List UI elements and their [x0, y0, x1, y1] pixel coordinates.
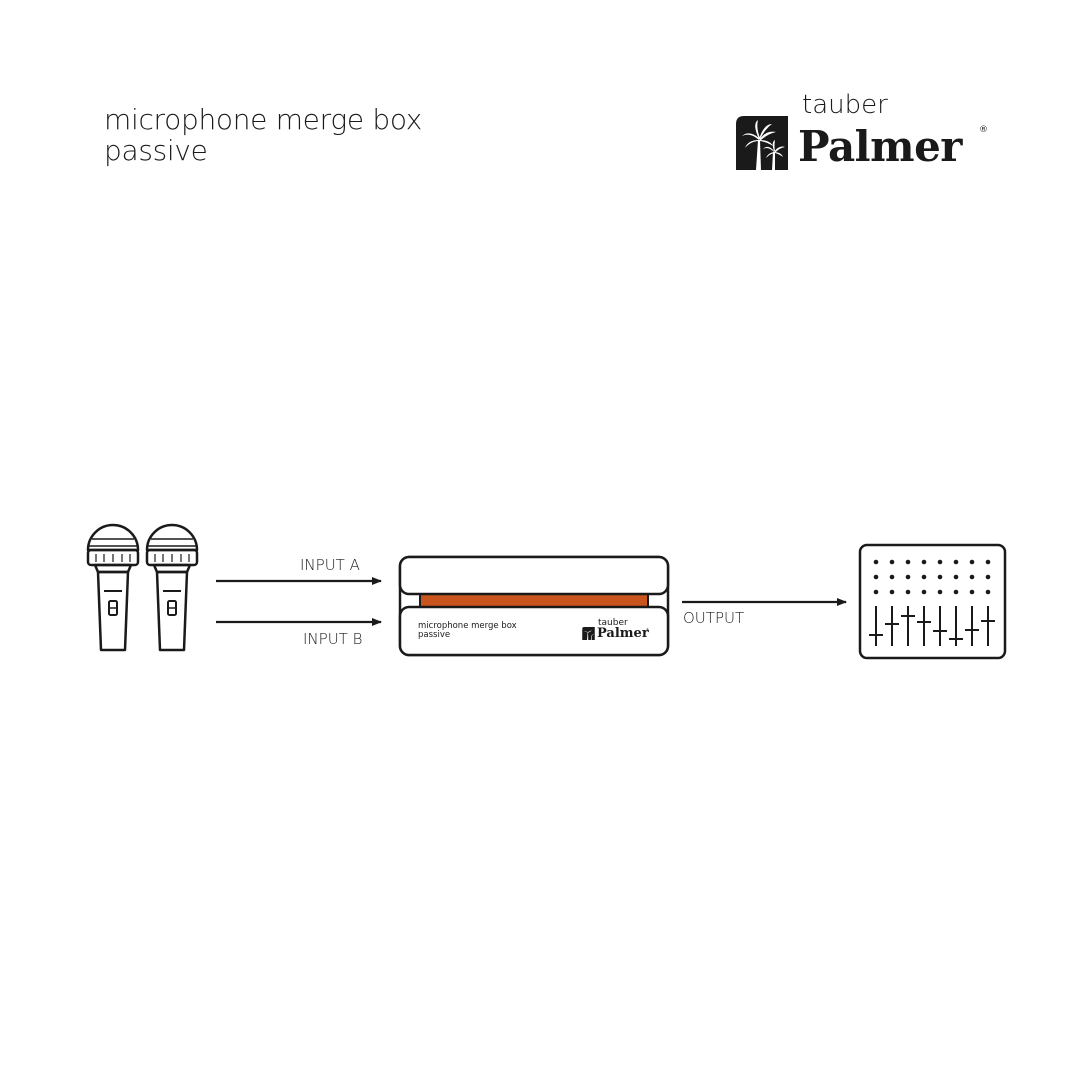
brand-registered: ® [979, 125, 988, 135]
device-front-label: microphone merge box passive [418, 622, 517, 640]
mixer-icon [858, 543, 1007, 660]
device-brand-tauber: tauber [598, 618, 628, 628]
device-brand-logo: tauber Palmer ® [582, 618, 654, 642]
microphone-icon [145, 523, 199, 652]
title-line-1: microphone merge box [104, 103, 423, 136]
brand-logo: tauber Palmer ® [736, 88, 996, 178]
output-label: OUTPUT [683, 609, 745, 627]
palm-logo-icon [582, 627, 595, 640]
device-front-line-1: microphone merge box [418, 621, 517, 631]
brand-palmer: Palmer [798, 122, 962, 171]
title-line-2: passive [104, 134, 208, 167]
merge-box-device [398, 555, 670, 657]
page-title: microphone merge box passive [104, 104, 422, 166]
device-brand-palmer: Palmer [597, 626, 649, 641]
input-b-label: INPUT B [303, 630, 363, 648]
device-brand-registered: ® [646, 627, 649, 632]
brand-tauber: tauber [802, 90, 888, 120]
microphone-icon [86, 523, 140, 652]
palm-logo-icon [736, 116, 788, 170]
input-a-label: INPUT A [300, 556, 360, 574]
device-front-line-2: passive [418, 630, 451, 640]
